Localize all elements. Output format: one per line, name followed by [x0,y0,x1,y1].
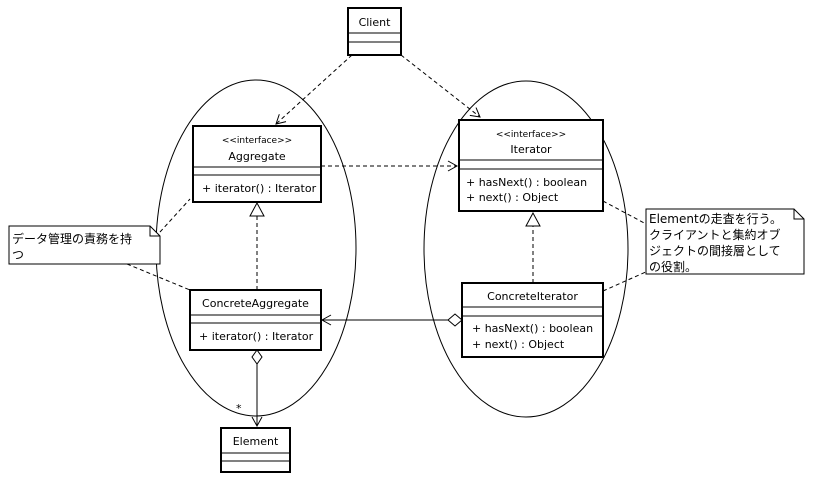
left-note-line-1: データ管理の責務を持 [12,231,132,246]
iterator-operation-next: + next() : Object [466,191,559,204]
concrete-iterator-operation-next: + next() : Object [472,338,565,351]
iterator-class-name: Iterator [510,143,552,156]
client-to-aggregate-dependency [275,54,353,125]
aggregate-class: <<interface>> Aggregate + iterator() : I… [192,125,322,203]
client-class-name: Client [359,16,392,29]
concrete-iterator-class-name: ConcreteIterator [487,290,578,303]
iterator-operation-hasnext: + hasNext() : boolean [466,176,587,189]
iterator-realization-triangle [525,211,541,227]
element-aggregation-diamond [251,349,263,365]
right-note: Elementの走査を行う。 クライアントと集約オブ ジェクトの間接層として の… [645,208,805,275]
iterator-group-ellipse [423,80,629,418]
aggregate-operation: + iterator() : Iterator [202,182,317,195]
concrete-aggregate-class-name: ConcreteAggregate [202,297,309,310]
left-note-line-2: つ [12,248,24,262]
client-to-iterator-dependency [400,54,481,118]
right-note-line-3: ジェクトの間接層として [649,243,781,258]
right-note-line-2: クライアントと集約オブ [649,227,781,242]
aggregate-realization-triangle [249,201,265,217]
iterator-class: <<interface>> Iterator + hasNext() : boo… [458,119,604,212]
right-note-connector-top [602,200,649,226]
element-multiplicity: * [236,402,242,415]
client-class: Client [347,7,402,56]
concrete-iterator-operation-hasnext: + hasNext() : boolean [472,322,593,335]
concrete-aggregate-class: ConcreteAggregate + iterator() : Iterato… [189,289,322,351]
element-class: Element [220,427,291,473]
concrete-iterator-class: ConcreteIterator + hasNext() : boolean +… [461,282,604,358]
association-aggregation-diamond [447,313,463,327]
right-note-line-4: の役割。 [649,259,697,274]
concrete-aggregate-operation: + iterator() : Iterator [199,330,314,343]
aggregate-stereotype: <<interface>> [222,136,292,146]
aggregate-class-name: Aggregate [228,150,286,163]
right-note-connector-bottom [602,270,649,292]
left-note-connector-top [159,198,191,233]
right-note-line-1: Elementの走査を行う。 [649,212,782,226]
left-note-connector-bottom [126,263,191,291]
element-class-name: Element [233,435,279,448]
iterator-stereotype: <<interface>> [496,130,566,140]
left-note: データ管理の責務を持 つ [8,225,161,265]
